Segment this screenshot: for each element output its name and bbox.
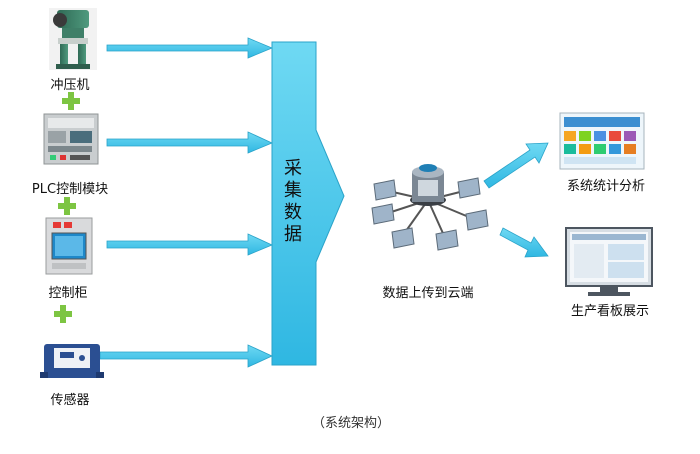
plus-icon: [54, 305, 72, 323]
analysis-label: 系统统计分析: [566, 179, 645, 194]
output-arrow-dashboard: [499, 227, 549, 258]
dashboard-monitor-image: [565, 227, 653, 296]
punch-press-image: [49, 8, 97, 70]
collect-data-arrow: [271, 41, 345, 366]
plc-module-image: [43, 113, 99, 165]
sensor-label: 传感器: [50, 393, 90, 408]
dashboard-label: 生产看板展示: [570, 304, 649, 319]
punch-press-label: 冲压机: [50, 78, 90, 93]
input-arrow-cabinet: [106, 233, 273, 256]
input-arrow-sensor: [99, 344, 273, 368]
cloud-upload-label: 数据上传到云端: [382, 286, 474, 301]
control-cabinet-label: 控制柜: [48, 286, 88, 301]
collect-data-label: 采集数据: [284, 158, 302, 245]
cloud-server-image: [371, 164, 489, 251]
plc-module-label: PLC控制模块: [31, 182, 109, 197]
input-arrow-press: [106, 37, 274, 59]
output-arrow-analysis: [483, 142, 549, 189]
figure-caption: （系统架构）: [311, 416, 390, 431]
plus-icon: [62, 92, 80, 110]
control-cabinet-image: [45, 217, 93, 275]
analysis-screen-image: [559, 112, 645, 170]
sensor-image: [40, 344, 104, 378]
plus-icon: [58, 197, 76, 215]
input-arrow-plc: [106, 131, 273, 154]
